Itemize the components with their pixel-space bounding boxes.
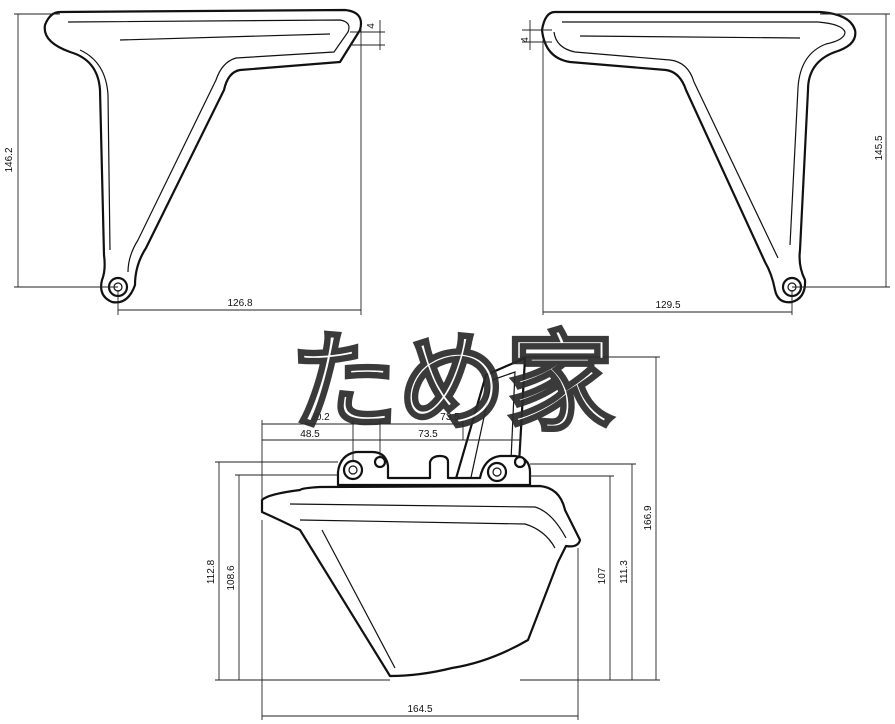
hole-span-right-label: 73.5 <box>418 429 438 440</box>
width-bottom-label: 164.5 <box>407 704 432 715</box>
lower-part-dimensions: 60.2 73.5 48.5 73.5 112.8 108.6 107 111.… <box>206 356 660 720</box>
left-bracket-dimensions: 146.2 126.8 4 <box>4 13 385 315</box>
height-right-inner-label: 107 <box>597 567 608 584</box>
left-bracket-width-label: 126.8 <box>227 298 252 309</box>
height-right-mid-label: 111.3 <box>619 560 630 584</box>
right-bracket-height-label: 145.5 <box>874 135 885 160</box>
hole-span-left-label: 48.5 <box>300 429 320 440</box>
height-right-outer-label: 166.9 <box>643 505 654 530</box>
right-bracket-dimensions: 145.5 129.5 4 <box>520 13 890 315</box>
left-bracket-height-label: 146.2 <box>4 147 15 172</box>
watermark-text: ため家 <box>290 321 614 446</box>
hole-to-hole-b-label: 73.5 <box>440 412 460 423</box>
right-bracket-offset-label: 4 <box>520 37 531 43</box>
hole-to-hole-a-label: 60.2 <box>310 412 330 423</box>
left-bracket <box>43 8 363 304</box>
lower-part <box>260 356 582 678</box>
height-left-inner-label: 108.6 <box>226 565 237 590</box>
right-bracket <box>540 10 857 304</box>
left-bracket-offset-label: 4 <box>366 23 377 29</box>
height-left-outer-label: 112.8 <box>206 559 217 584</box>
right-bracket-width-label: 129.5 <box>655 300 680 311</box>
